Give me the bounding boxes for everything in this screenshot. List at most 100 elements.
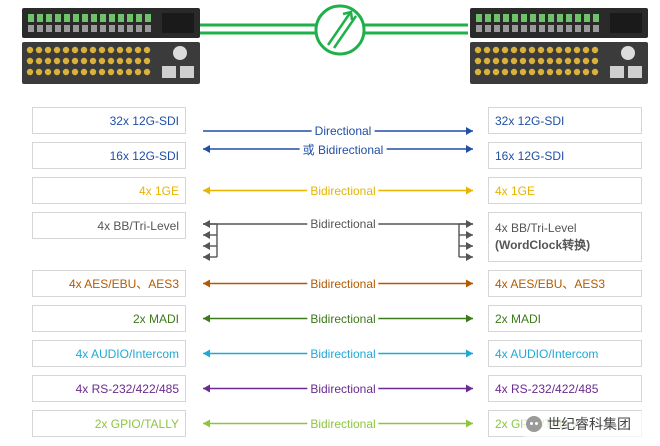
source-signal-label: 2x MADI (132, 311, 179, 326)
bnc-connector (591, 57, 599, 65)
bnc-connector (62, 57, 70, 65)
bnc-connector (546, 57, 554, 65)
device-button (584, 25, 590, 32)
bnc-connector (53, 46, 61, 54)
direction-label: Directional (311, 124, 375, 138)
source-signal-box: 16x 12G-SDI (32, 142, 186, 169)
device-button (46, 25, 52, 32)
device-led (100, 14, 106, 22)
bnc-connector (546, 68, 554, 76)
device-button (476, 25, 482, 32)
bnc-connector (125, 57, 133, 65)
bnc-connector (573, 46, 581, 54)
source-signal-box: 4x AUDIO/Intercom (32, 340, 186, 367)
device-button (127, 25, 133, 32)
device-button (539, 25, 545, 32)
device-display (162, 13, 194, 33)
arrowhead (203, 419, 210, 428)
device-button (118, 25, 124, 32)
bnc-connector (510, 46, 518, 54)
bnc-connector (89, 46, 97, 54)
arrowhead (466, 186, 473, 195)
destination-signal-label: 16x 12G-SDI (495, 148, 565, 163)
bnc-connector (501, 57, 509, 65)
source-signal-label: 32x 12G-SDI (109, 113, 179, 128)
device-button (512, 25, 518, 32)
source-signal-label: 4x RS-232/422/485 (75, 381, 179, 396)
bnc-connector (71, 68, 79, 76)
device-led (593, 14, 599, 22)
bnc-connector (555, 57, 563, 65)
device-led (530, 14, 536, 22)
bnc-connector (492, 68, 500, 76)
bnc-connector (582, 68, 590, 76)
direction-label: Bidirectional (307, 311, 379, 326)
bnc-connector (98, 46, 106, 54)
direction-label: Bidirectional (307, 381, 379, 396)
arrowhead (466, 279, 473, 288)
bnc-connector (474, 68, 482, 76)
bnc-connector (591, 46, 599, 54)
bnc-connector (501, 46, 509, 54)
bnc-connector (483, 46, 491, 54)
source-signal-label: 4x 1GE (138, 183, 179, 198)
device-led (28, 14, 34, 22)
device-led (109, 14, 115, 22)
source-signal-box: 4x AES/EBU、AES3 (32, 270, 186, 297)
bnc-connector (573, 57, 581, 65)
bnc-connector (143, 68, 151, 76)
device-display (610, 13, 642, 33)
bnc-connector (519, 46, 527, 54)
bnc-connector (528, 57, 536, 65)
device-button (521, 25, 527, 32)
direction-label: Bidirectional (307, 183, 379, 198)
wechat-icon (526, 416, 542, 432)
destination-signal-box: 4x AES/EBU、AES3 (488, 270, 642, 297)
bnc-connector (528, 46, 536, 54)
bnc-connector (501, 68, 509, 76)
source-signal-box: 4x BB/Tri-Level (32, 212, 186, 239)
bnc-connector (116, 57, 124, 65)
device-led (521, 14, 527, 22)
bnc-connector (44, 68, 52, 76)
source-signal-label: 2x GPIO/TALLY (94, 416, 179, 431)
watermark: 世纪睿科集团 (522, 411, 656, 437)
bnc-connector (71, 46, 79, 54)
bnc-connector (125, 68, 133, 76)
bnc-connector (483, 57, 491, 65)
arrowhead (203, 231, 210, 239)
destination-signal-label: 4x RS-232/422/485 (495, 381, 599, 396)
destination-signal-label: 4x 1GE (495, 183, 536, 198)
bnc-connector (143, 57, 151, 65)
device-led (485, 14, 491, 22)
arrowhead (203, 349, 210, 358)
arrowhead (203, 186, 210, 195)
device-led (55, 14, 61, 22)
device-fan (621, 46, 635, 60)
bnc-connector (35, 57, 43, 65)
bnc-connector (26, 68, 34, 76)
destination-signal-box: 4x RS-232/422/485 (488, 375, 642, 402)
device-led (566, 14, 572, 22)
bnc-connector (555, 68, 563, 76)
device-led (539, 14, 545, 22)
arrowhead (466, 242, 473, 250)
bnc-connector (26, 57, 34, 65)
bnc-connector (107, 68, 115, 76)
device-led (584, 14, 590, 22)
device-button (566, 25, 572, 32)
source-signal-box: 32x 12G-SDI (32, 107, 186, 134)
direction-label: 或 Bidirectional (299, 143, 387, 157)
bnc-connector (537, 57, 545, 65)
source-signal-box: 2x GPIO/TALLY (32, 410, 186, 437)
device-led (503, 14, 509, 22)
direction-label: Bidirectional (307, 346, 379, 361)
bnc-connector (546, 46, 554, 54)
bnc-connector (80, 46, 88, 54)
device-led (548, 14, 554, 22)
destination-signal-box: 4x BB/Tri-Level(WordClock转换) (488, 212, 642, 262)
device-led (64, 14, 70, 22)
device-led (82, 14, 88, 22)
bnc-connector (537, 68, 545, 76)
arrowhead (466, 127, 473, 135)
